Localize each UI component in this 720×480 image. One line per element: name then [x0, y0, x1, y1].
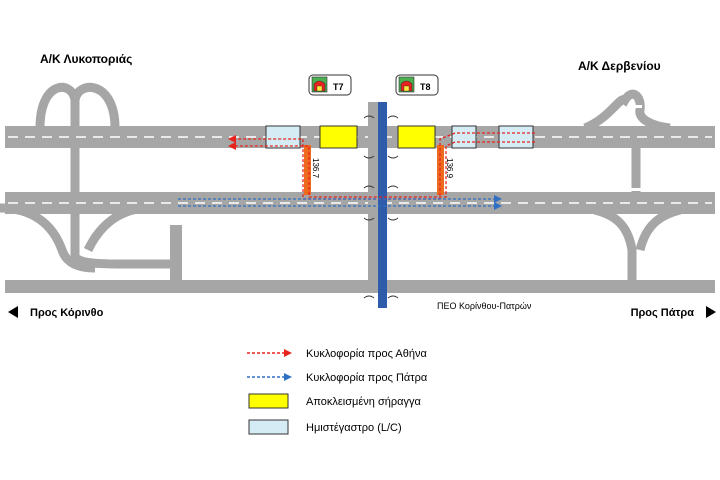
direction-right-label: Προς Πάτρα: [631, 307, 695, 319]
arrow-left-icon: [8, 306, 18, 318]
carriageways: [5, 126, 715, 293]
half-cover-right: [498, 125, 534, 149]
half-cover-mid: [451, 125, 477, 149]
interchange-right-label: Α/Κ Δερβενίου: [578, 59, 661, 73]
closed-tunnel-t8: [397, 125, 436, 149]
legend-label-to-patra: Κυκλοφορία προς Πάτρα: [306, 372, 428, 384]
legend-item-to-patra: Κυκλοφορία προς Πάτρα: [247, 372, 428, 384]
tunnel-sign-t7: T7: [308, 74, 352, 96]
bridge-brackets: [363, 115, 399, 299]
km-label-t8: 136.9: [445, 158, 454, 179]
interchange-left-ramps: [0, 82, 172, 273]
legend: Κυκλοφορία προς Αθήνα Κυκλοφορία προς Πά…: [247, 348, 428, 435]
legend-label-to-athens: Κυκλοφορία προς Αθήνα: [306, 348, 427, 360]
tunnel-sign-icon: [311, 76, 328, 93]
tunnel-sign-t8: T8: [395, 74, 439, 96]
old-road-label: ΠΕΟ Κορίνθου-Πατρών: [437, 301, 532, 311]
side-road-left: [170, 225, 182, 285]
flow-to-patra: [178, 195, 502, 210]
legend-label-closed-tunnel: Αποκλεισμένη σήραγγα: [306, 396, 421, 408]
crossover-t7: [304, 145, 311, 195]
carriageway-to-patra: [5, 192, 715, 214]
crossing-road: [368, 102, 378, 290]
legend-item-to-athens: Κυκλοφορία προς Αθήνα: [247, 348, 427, 360]
legend-item-half-cover: Ημιστέγαστρο (L/C): [248, 419, 402, 435]
carriageway-to-athens: [5, 126, 715, 148]
legend-item-closed-tunnel: Αποκλεισμένη σήραγγα: [248, 393, 421, 409]
old-national-road: [5, 280, 715, 293]
tunnel-label-t7: T7: [333, 82, 344, 92]
interchange-left-label: Α/Κ Λυκοποριάς: [40, 52, 132, 66]
closed-tunnel-t7: [319, 125, 358, 149]
legend-label-half-cover: Ημιστέγαστρο (L/C): [306, 422, 402, 434]
bridge: [378, 102, 387, 308]
half-cover-left: [265, 125, 301, 149]
direction-left-label: Προς Κόρινθο: [30, 307, 104, 319]
arrow-right-icon: [706, 306, 716, 318]
tunnel-label-t8: T8: [420, 82, 431, 92]
tunnel-sign-icon: [398, 76, 415, 93]
km-label-t7: 136.7: [311, 158, 320, 179]
